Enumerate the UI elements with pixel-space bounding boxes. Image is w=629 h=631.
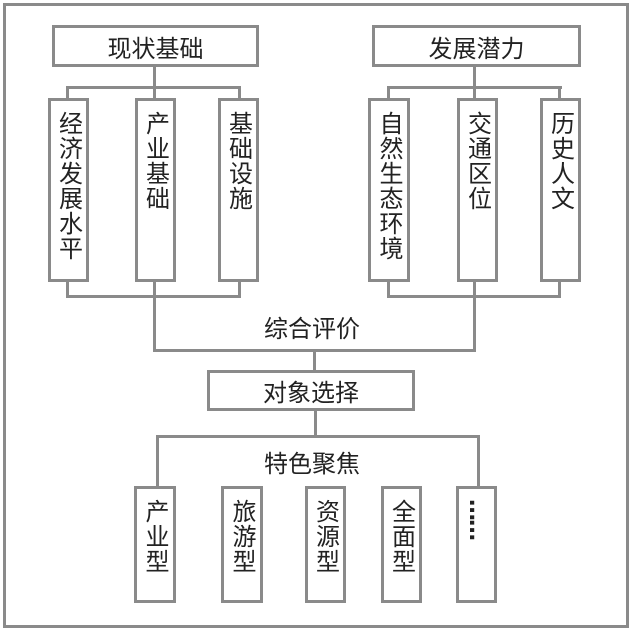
object-selection-label: 对象选择: [263, 379, 359, 407]
connector: [153, 281, 156, 297]
outer-frame: [3, 3, 629, 628]
factor-label: 历史人文: [546, 111, 575, 211]
type-label: 全面型: [387, 499, 416, 574]
connector: [313, 350, 316, 372]
connector: [238, 86, 241, 100]
connector: [387, 281, 390, 297]
connector: [238, 281, 241, 297]
feature-focus-label: 特色聚焦: [264, 450, 360, 478]
factor-label: 交通区位: [463, 111, 492, 211]
factor-infrastructure: 基础设施: [218, 98, 259, 282]
connector: [66, 281, 69, 297]
connector: [156, 435, 480, 438]
connector: [153, 66, 156, 88]
factor-label: 自然生态环境: [375, 111, 403, 261]
evaluation-label: 综合评价: [264, 315, 360, 343]
factor-label: 经济发展水平: [54, 111, 83, 261]
connector: [156, 435, 159, 488]
current-basis-box: 现状基础: [52, 25, 259, 67]
ellipsis-label: ……: [464, 499, 489, 539]
factor-economic-level: 经济发展水平: [48, 98, 89, 282]
type-more: ……: [456, 486, 497, 603]
factor-label: 产业基础: [141, 111, 170, 211]
factor-label: 基础设施: [224, 111, 253, 211]
type-industry: 产业型: [134, 486, 176, 603]
connector: [66, 86, 69, 100]
type-tourism: 旅游型: [221, 486, 263, 603]
connector: [473, 295, 476, 352]
development-potential-label: 发展潜力: [428, 34, 525, 63]
factor-industry-basis: 产业基础: [135, 98, 176, 282]
current-basis-label: 现状基础: [107, 34, 204, 63]
type-label: 产业型: [141, 499, 169, 574]
connector: [314, 410, 317, 437]
type-label: 资源型: [311, 499, 340, 574]
type-comprehensive: 全面型: [381, 486, 422, 603]
development-potential-box: 发展潜力: [372, 25, 581, 67]
connector: [387, 86, 390, 100]
object-selection-box: 对象选择: [207, 370, 415, 411]
type-resource: 资源型: [305, 486, 346, 603]
factor-transport-location: 交通区位: [457, 98, 498, 282]
connector: [473, 281, 476, 297]
connector: [558, 281, 561, 297]
connector: [558, 86, 561, 100]
connector: [473, 66, 476, 88]
connector: [477, 435, 480, 488]
connector: [473, 86, 476, 100]
factor-history-culture: 历史人文: [540, 98, 581, 282]
connector: [153, 86, 156, 100]
type-label: 旅游型: [228, 499, 256, 574]
connector: [153, 295, 156, 352]
factor-natural-ecology: 自然生态环境: [368, 98, 410, 282]
